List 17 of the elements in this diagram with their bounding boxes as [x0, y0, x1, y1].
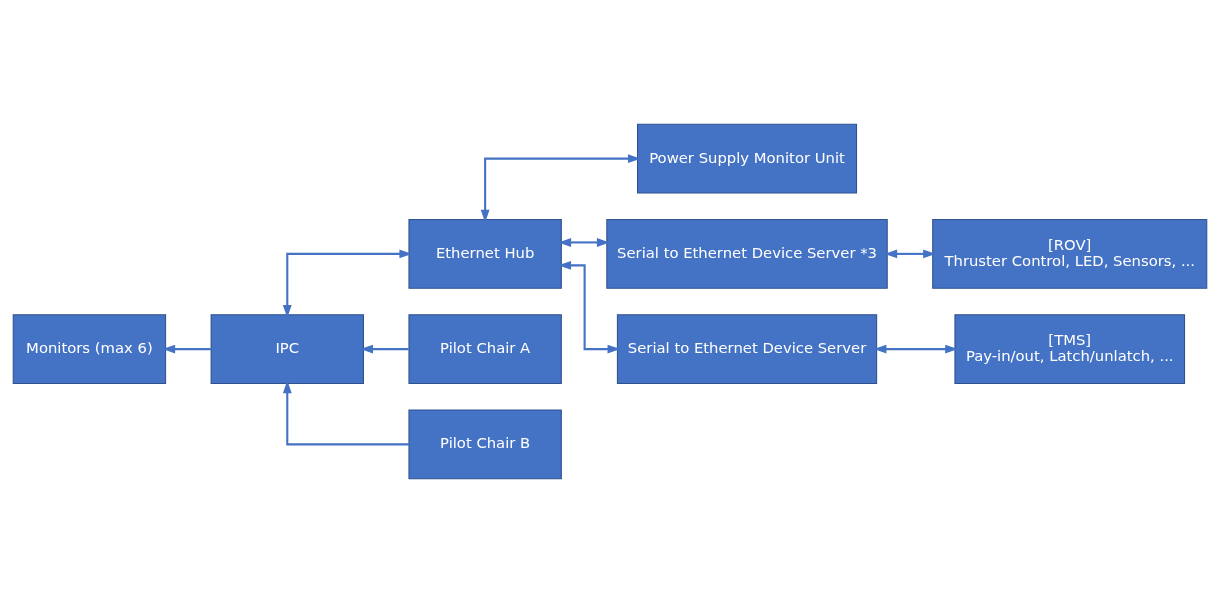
arrow: [282, 249, 412, 318]
node-box: Power Supply Monitor Unit: [636, 123, 857, 194]
node-box: Pilot Chair B: [407, 409, 562, 480]
node-box: Serial to Ethernet Device Server: [616, 314, 877, 385]
arrow: [557, 237, 610, 247]
node-box: Pilot Chair A: [407, 314, 562, 385]
node-box: IPC: [210, 314, 364, 385]
arrow: [480, 154, 641, 223]
arrow: [282, 380, 409, 446]
arrow: [873, 344, 958, 354]
node-box: [ROV] Thruster Control, LED, Sensors, ...: [931, 218, 1207, 289]
arrow: [883, 249, 936, 259]
node-box: [TMS] Pay-in/out, Latch/unlatch, ...: [953, 314, 1185, 385]
node-box: Ethernet Hub: [407, 218, 562, 289]
node-box: Monitors (max 6): [12, 314, 166, 385]
node-box: Serial to Ethernet Device Server *3: [605, 218, 888, 289]
arrow: [557, 260, 620, 354]
